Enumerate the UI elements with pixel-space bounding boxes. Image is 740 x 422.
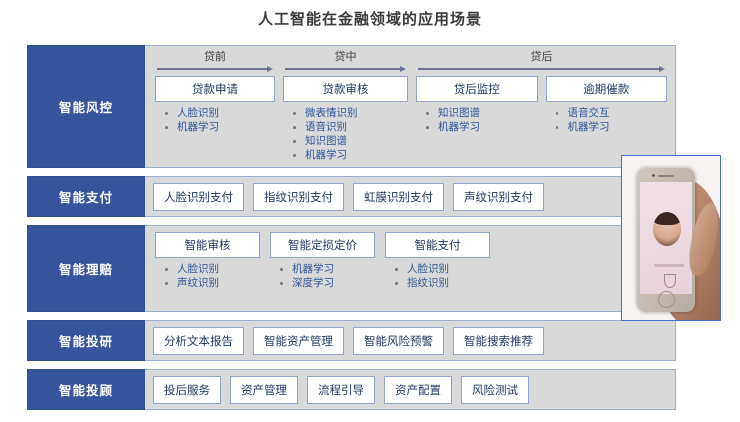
list-item: 知识图谱 — [291, 134, 408, 148]
node-group-loan-review: 贷款审核 微表情识别 语音识别 知识图谱 机器学习 — [279, 76, 412, 162]
row-panel-risk-control: 贷前 贷款申请 人脸识别 机器学习 贷中 — [145, 45, 676, 168]
bullets-post-loan-monitoring: 知识图谱 机器学习 — [416, 106, 538, 134]
node-group-smart-payment-claims: 智能支付 人脸识别 指纹识别 — [385, 232, 490, 311]
category-label-smart-claims: 智能理赔 — [27, 225, 145, 312]
bullets-loan-review: 微表情识别 语音识别 知识图谱 机器学习 — [283, 106, 408, 162]
phase-arrow-post-loan — [418, 65, 665, 73]
phase-label-pre-loan: 贷前 — [204, 51, 226, 63]
page-title: 人工智能在金融领域的应用场景 — [257, 11, 482, 28]
list-item: 知识图谱 — [424, 106, 538, 120]
phone-speaker-icon — [658, 175, 674, 177]
node-group-smart-loss-assessment: 智能定损定价 机器学习 深度学习 — [270, 232, 375, 311]
node-smart-risk-alert[interactable]: 智能风险预警 — [353, 326, 444, 355]
row-smart-research: 智能投研 分析文本报告 智能资产管理 智能风险预警 智能搜索推荐 — [27, 320, 676, 361]
list-item: 人脸识别 — [163, 262, 260, 276]
phone-home-button-icon — [658, 291, 675, 308]
list-item: 机器学习 — [291, 148, 408, 162]
node-smart-asset-management[interactable]: 智能资产管理 — [253, 326, 344, 355]
node-fingerprint-payment[interactable]: 指纹识别支付 — [253, 182, 344, 211]
node-smart-payment-claims[interactable]: 智能支付 — [385, 232, 490, 258]
node-process-guidance[interactable]: 流程引导 — [307, 375, 375, 404]
bullets-smart-loss-assessment: 机器学习 深度学习 — [270, 262, 375, 290]
node-group-post-loan-monitoring: 贷后监控 知识图谱 机器学习 — [412, 76, 542, 134]
node-loan-application[interactable]: 贷款申请 — [155, 76, 275, 102]
row-smart-claims: 智能理赔 智能审核 人脸识别 声纹识别 智能定损定价 机器学习 深度学习 — [27, 225, 676, 312]
list-item: 语音识别 — [291, 120, 408, 134]
list-item: 机器学习 — [554, 120, 668, 134]
phone-camera-icon — [652, 174, 655, 177]
node-text-report-analysis[interactable]: 分析文本报告 — [153, 326, 244, 355]
row-smart-advisory: 智能投顾 投后服务 资产管理 流程引导 资产配置 风险测试 — [27, 369, 676, 410]
phase-in-loan: 贷中 贷款审核 微表情识别 语音识别 知识图谱 机器学习 — [279, 50, 412, 167]
node-risk-assessment[interactable]: 风险测试 — [461, 375, 529, 404]
phase-arrow-pre-loan — [157, 65, 273, 73]
row-panel-smart-research: 分析文本报告 智能资产管理 智能风险预警 智能搜索推荐 — [145, 320, 676, 361]
screen-caption-line — [654, 264, 684, 267]
row-panel-smart-advisory: 投后服务 资产管理 流程引导 资产配置 风险测试 — [145, 369, 676, 410]
bullets-smart-payment-claims: 人脸识别 指纹识别 — [385, 262, 490, 290]
face-recognition-photo — [621, 155, 721, 321]
node-smart-loss-assessment[interactable]: 智能定损定价 — [270, 232, 375, 258]
row-panel-smart-payment: 人脸识别支付 指纹识别支付 虹膜识别支付 声纹识别支付 — [145, 176, 676, 217]
node-post-loan-monitoring[interactable]: 贷后监控 — [416, 76, 538, 102]
phone-shape — [637, 168, 695, 312]
node-group-smart-review: 智能审核 人脸识别 声纹识别 — [155, 232, 260, 311]
hair-shape — [653, 212, 681, 225]
list-item: 机器学习 — [278, 262, 375, 276]
category-label-risk-control: 智能风控 — [27, 45, 145, 168]
list-item: 深度学习 — [278, 276, 375, 290]
phase-label-in-loan: 贷中 — [334, 51, 357, 63]
list-item: 声纹识别 — [163, 276, 260, 290]
phase-label-post-loan: 贷后 — [530, 51, 553, 63]
node-smart-review[interactable]: 智能审核 — [155, 232, 260, 258]
list-item: 人脸识别 — [163, 106, 275, 120]
node-post-investment-service[interactable]: 投后服务 — [153, 375, 221, 404]
list-item: 指纹识别 — [393, 276, 490, 290]
phase-arrow-in-loan — [285, 65, 406, 73]
bullets-overdue-collection: 语音交互 机器学习 — [546, 106, 668, 134]
node-group-overdue-collection: 逾期催款 语音交互 机器学习 — [542, 76, 672, 134]
node-loan-review[interactable]: 贷款审核 — [283, 76, 408, 102]
app-logo-icon — [664, 274, 676, 288]
diagram-board: 智能风控 贷前 贷款申请 人脸识别 机器学习 — [27, 45, 676, 415]
node-overdue-collection[interactable]: 逾期催款 — [545, 76, 667, 102]
phase-post-loan: 贷后 贷后监控 知识图谱 机器学习 逾期催款 — [412, 50, 671, 167]
bullets-smart-review: 人脸识别 声纹识别 — [155, 262, 260, 290]
node-asset-management[interactable]: 资产管理 — [230, 375, 298, 404]
phone-screen — [640, 182, 692, 294]
row-risk-control: 智能风控 贷前 贷款申请 人脸识别 机器学习 — [27, 45, 676, 168]
row-panel-smart-claims: 智能审核 人脸识别 声纹识别 智能定损定价 机器学习 深度学习 智能支付 — [145, 225, 676, 312]
node-iris-payment[interactable]: 虹膜识别支付 — [353, 182, 444, 211]
bullets-loan-application: 人脸识别 机器学习 — [155, 106, 275, 134]
list-item: 机器学习 — [424, 120, 538, 134]
list-item: 人脸识别 — [393, 262, 490, 276]
node-voiceprint-payment[interactable]: 声纹识别支付 — [453, 182, 544, 211]
row-smart-payment: 智能支付 人脸识别支付 指纹识别支付 虹膜识别支付 声纹识别支付 — [27, 176, 676, 217]
list-item: 语音交互 — [554, 106, 668, 120]
face-thumbnail — [653, 212, 681, 246]
node-group-loan-application: 贷款申请 人脸识别 机器学习 — [151, 76, 279, 134]
list-item: 机器学习 — [163, 120, 275, 134]
category-label-smart-advisory: 智能投顾 — [27, 369, 145, 410]
category-label-smart-payment: 智能支付 — [27, 176, 145, 217]
category-label-smart-research: 智能投研 — [27, 320, 145, 361]
phase-pre-loan: 贷前 贷款申请 人脸识别 机器学习 — [151, 50, 279, 167]
list-item: 微表情识别 — [291, 106, 408, 120]
node-asset-allocation[interactable]: 资产配置 — [384, 375, 452, 404]
node-face-recognition-payment[interactable]: 人脸识别支付 — [153, 182, 244, 211]
node-smart-search-recommendation[interactable]: 智能搜索推荐 — [453, 326, 544, 355]
